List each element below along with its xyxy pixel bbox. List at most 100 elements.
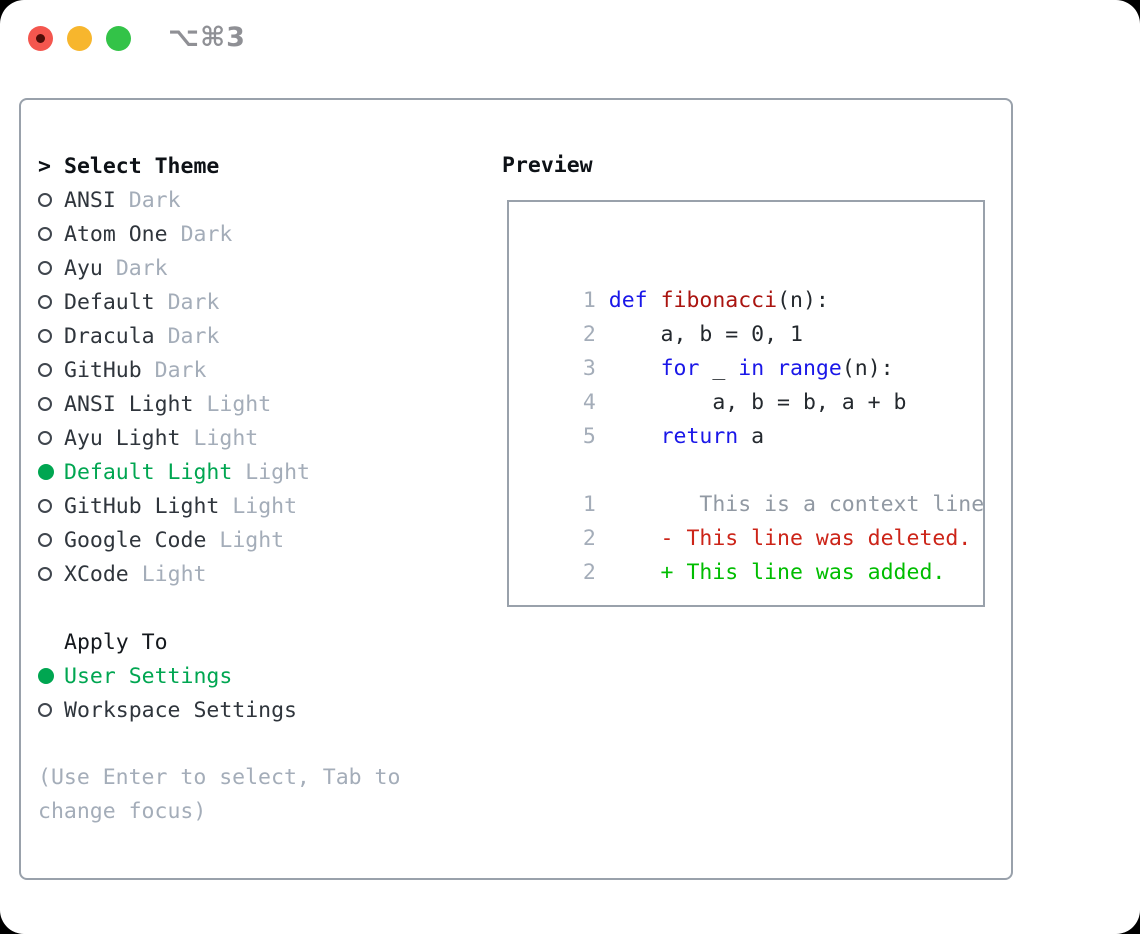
item-variant-label: Dark (128, 187, 181, 213)
select-theme-title: Select Theme (64, 153, 220, 179)
radio-icon (38, 533, 52, 547)
theme-item[interactable]: ANSI Dark (38, 183, 478, 217)
line-number: 2 (582, 322, 596, 347)
hint-text: (Use Enter to select, Tab to change focu… (38, 765, 401, 824)
line-number: 1 (582, 288, 596, 313)
select-theme-header: > Select Theme (38, 149, 478, 183)
item-variant-label: Dark (180, 221, 233, 247)
theme-item[interactable]: Atom One Dark (38, 217, 478, 251)
minimize-button[interactable] (67, 26, 92, 51)
theme-item[interactable]: Google Code Light (38, 523, 478, 557)
line-number: 2 (582, 526, 596, 551)
theme-item[interactable]: Ayu Light Light (38, 421, 478, 455)
radio-icon (38, 567, 52, 581)
code-line: 2 + This line was added. (531, 522, 983, 585)
item-label: Ayu Light (64, 425, 181, 451)
code-line: 2 a, b = 0, 1 (531, 284, 983, 347)
item-label: ANSI Light (64, 391, 194, 417)
radio-icon (38, 703, 52, 717)
item-variant-label: Dark (167, 323, 220, 349)
radio-icon (38, 227, 52, 241)
item-variant-label: Light (141, 561, 207, 587)
code-line: 3 for _ in range(n): (531, 318, 983, 381)
theme-list: ANSI Dark Atom One Dark Ayu Dark Default… (38, 183, 478, 591)
close-button[interactable] (28, 26, 53, 51)
line-number: 4 (582, 390, 596, 415)
theme-item[interactable]: Default Light Light (38, 455, 478, 489)
line-number: 2 (582, 560, 596, 585)
window-title: ⌥⌘3 (168, 22, 246, 53)
radio-selected-icon (38, 668, 54, 684)
zoom-button[interactable] (106, 26, 131, 51)
apply-to-header: Apply To (38, 625, 478, 659)
item-label: GitHub (64, 357, 142, 383)
code-line: 2 - This line was deleted. (531, 488, 983, 551)
item-variant-label: Dark (115, 255, 168, 281)
code-line: 4 a, b = b, a + b (531, 352, 983, 415)
item-variant-label: Light (193, 425, 259, 451)
theme-item[interactable]: Default Dark (38, 285, 478, 319)
preview-title: Preview (502, 153, 593, 178)
theme-item[interactable]: XCode Light (38, 557, 478, 591)
theme-item[interactable]: Ayu Dark (38, 251, 478, 285)
theme-item[interactable]: Dracula Dark (38, 319, 478, 353)
code-segment: def (608, 288, 648, 313)
traffic-lights (28, 26, 131, 51)
apply-to-option[interactable]: User Settings (38, 659, 478, 693)
code-segment: a, b = 0, 1 (608, 322, 803, 347)
code-segment (609, 356, 661, 381)
code-segment: (n): (777, 288, 829, 313)
item-label: Ayu (64, 255, 103, 281)
line-number: 1 (582, 492, 596, 517)
code-segment: fibonacci (660, 288, 778, 313)
code-line: 1 This is a context line. (531, 454, 983, 517)
item-label: Google Code (64, 527, 207, 553)
theme-item[interactable]: GitHub Dark (38, 353, 478, 387)
titlebar: ⌥⌘3 (0, 0, 1140, 76)
item-variant-label: Dark (154, 357, 207, 383)
code-segment: a, b = b, a + b (608, 390, 907, 415)
line-number: 5 (582, 424, 596, 449)
item-label: Atom One (64, 221, 168, 247)
radio-icon (38, 295, 52, 309)
radio-icon (38, 193, 52, 207)
item-label: Default (64, 289, 155, 315)
code-segment (609, 424, 661, 449)
item-variant-label: Dark (167, 289, 220, 315)
code-segment: (n): (841, 356, 894, 381)
apply-to-list: User Settings Workspace Settings (38, 659, 478, 727)
code-line: 5 return a (531, 386, 983, 449)
theme-item[interactable]: GitHub Light Light (38, 489, 478, 523)
line-number: 3 (582, 356, 596, 381)
close-dot-icon (36, 34, 45, 43)
radio-icon (38, 499, 52, 513)
radio-icon (38, 397, 52, 411)
item-label: ANSI (64, 187, 116, 213)
code-segment: in (738, 356, 765, 381)
item-label: Default Light (64, 459, 233, 485)
theme-item[interactable]: ANSI Light Light (38, 387, 478, 421)
apply-to-option[interactable]: Workspace Settings (38, 693, 478, 727)
item-variant-label: Light (245, 459, 311, 485)
radio-icon (38, 363, 52, 377)
radio-selected-icon (38, 464, 54, 480)
code-segment: - This line was deleted. (608, 526, 972, 551)
item-label: User Settings (64, 663, 233, 689)
item-label: GitHub Light (64, 493, 220, 519)
item-variant-label: Light (219, 527, 285, 553)
radio-icon (38, 431, 52, 445)
code-line: 1 def fibonacci(n): (531, 250, 983, 313)
code-segment: range (777, 356, 842, 381)
radio-icon (38, 329, 52, 343)
item-variant-label: Light (206, 391, 272, 417)
code-segment: return (660, 424, 739, 449)
code-segment (764, 356, 777, 381)
item-label: Workspace Settings (64, 697, 297, 723)
item-variant-label: Light (232, 493, 298, 519)
apply-to-title: Apply To (64, 629, 168, 655)
theme-picker: > Select Theme ANSI Dark Atom One Dark A… (38, 149, 478, 829)
code-segment: _ (699, 356, 739, 381)
